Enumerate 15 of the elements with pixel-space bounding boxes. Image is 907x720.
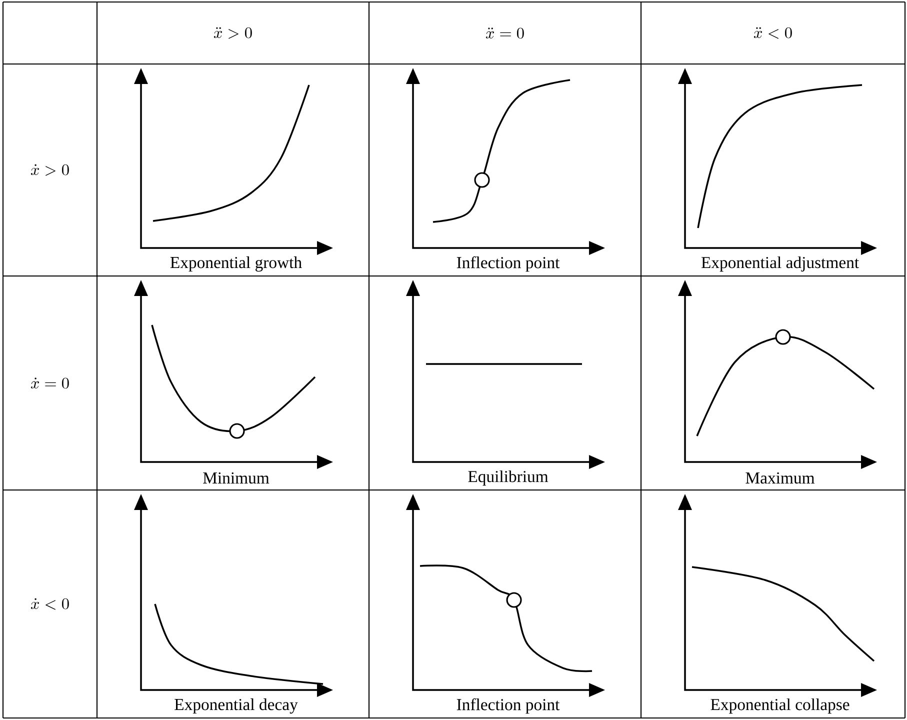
curve-caption: Inflection point	[454, 696, 562, 716]
curve-caption: Exponential decay	[172, 696, 300, 716]
row-header: $\dot{x} > 0$	[30, 164, 69, 176]
curve-caption: Inflection point	[454, 254, 562, 274]
curve-caption: Exponential growth	[168, 254, 304, 274]
row-header: $\dot{x} = 0$	[30, 378, 69, 389]
curve-caption: Minimum	[200, 470, 272, 486]
column-header: $\ddot{x} = 0$	[486, 28, 524, 39]
curve-caption: Maximum	[743, 470, 817, 486]
curve-caption: Exponential collapse	[708, 696, 852, 716]
column-header: $\ddot{x} < 0$	[754, 27, 792, 39]
column-header: $\ddot{x} > 0$	[214, 27, 252, 39]
row-header: $\dot{x} < 0$	[30, 598, 69, 610]
curve-caption: Equilibrium	[466, 468, 550, 488]
curve-caption: Exponential adjustment	[699, 254, 861, 274]
